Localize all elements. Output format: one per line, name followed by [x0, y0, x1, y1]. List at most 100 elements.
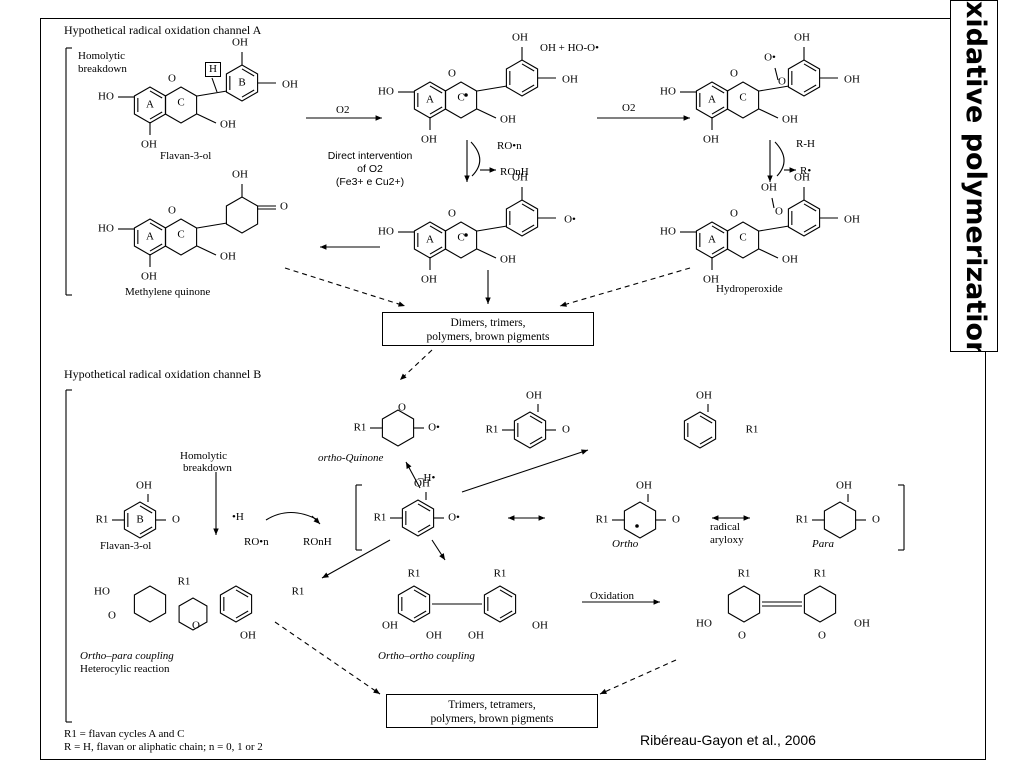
radical-aryloxy-2: aryloxy — [710, 534, 744, 546]
double-bond — [803, 63, 817, 72]
arrow-to-quinone-head — [320, 244, 327, 250]
right-label: O — [562, 424, 570, 436]
ring-o-label: O — [168, 205, 176, 217]
r1-label: R1 — [814, 568, 827, 580]
phenol-ring — [513, 411, 547, 449]
r1-label: R1 — [494, 568, 507, 580]
phenol-ring — [397, 585, 431, 623]
bond-line — [196, 245, 217, 256]
right-label: O — [872, 514, 880, 526]
bond-line — [196, 113, 217, 124]
r1-label: R1 — [738, 568, 751, 580]
double-bond — [529, 415, 543, 424]
curve-rh — [774, 141, 785, 177]
oxidation-label: Oxidation — [590, 590, 634, 602]
bond-to-ring-b — [758, 225, 790, 232]
oh-label: OH — [500, 254, 516, 266]
footnote-line2: R = H, flavan or aliphatic chain; n = 0,… — [64, 741, 263, 753]
ortho-para-label-1: Ortho–para coupling — [80, 650, 174, 662]
right-label: O• — [448, 512, 460, 524]
ronh-label-a: ROnH — [500, 166, 529, 178]
arrow-to-dimer-ether-head — [581, 449, 588, 455]
hydroperoxide-label: Hydroperoxide — [716, 283, 783, 295]
ho-label: HO — [94, 586, 110, 598]
minus-h-label: –H• — [418, 472, 436, 484]
oh-label: OH — [526, 390, 542, 402]
oh-label: O• — [564, 214, 576, 226]
bond-to-ring-b — [196, 90, 228, 97]
ring-b-label: B — [238, 77, 245, 89]
ho-label: HO — [696, 618, 712, 630]
bond-to-ring-b — [196, 222, 228, 229]
products-b-line2: polymers, brown pigments — [430, 713, 554, 725]
ring-a-label: A — [708, 94, 716, 106]
figure-frame — [40, 18, 986, 760]
o-label: O — [108, 610, 116, 622]
o2-left-label: O2 — [336, 104, 350, 116]
oh-label: OH — [136, 480, 152, 492]
double-bond — [521, 203, 535, 212]
radical-aryloxy-1: radical — [710, 521, 740, 533]
direct-intervention-3: (Fe3+ e Cu2+) — [335, 176, 405, 188]
oh-label: OH — [141, 139, 157, 151]
double-bond — [521, 63, 535, 72]
oh-label: OH — [836, 480, 852, 492]
phenol-ring — [133, 585, 167, 623]
ortho-para-label-2: Heterocylic reaction — [80, 663, 170, 675]
ring-c-label: C — [457, 232, 464, 244]
oh-label: OH — [562, 74, 578, 86]
oh-label: OH — [282, 79, 298, 91]
oh-label: OH — [220, 119, 236, 131]
o-label: O — [775, 206, 783, 218]
o-label: O — [738, 630, 746, 642]
furan-ring — [178, 597, 208, 631]
r1-label: R1 — [486, 424, 499, 436]
ho-label: HO — [660, 226, 676, 238]
curve-ro — [470, 141, 481, 177]
ro-n-label-b: RO•n — [244, 536, 269, 548]
oh-label: OH — [782, 254, 798, 266]
ring-a-label: A — [426, 94, 434, 106]
arrow-dashed-b-right — [599, 659, 677, 695]
bond-line — [771, 197, 775, 209]
oh-label: OH — [703, 134, 719, 146]
ring-o-label: O — [448, 68, 456, 80]
oh-label: OH — [854, 618, 870, 630]
arrow-dashed-up-head — [400, 373, 407, 380]
ring-c-label: C — [457, 92, 464, 104]
double-bond — [139, 505, 153, 514]
citation: Ribéreau-Gayon et al., 2006 — [640, 732, 816, 748]
bond-line — [758, 108, 779, 119]
homolytic-label-a-1: Homolytic — [78, 50, 126, 62]
ring-a-label: A — [146, 231, 154, 243]
arrow-to-products-a-head — [485, 297, 491, 304]
bond-to-ring-b — [758, 85, 790, 92]
phenol-ring — [683, 411, 717, 449]
o-label: O — [192, 620, 200, 632]
oh-label: OH — [794, 172, 810, 184]
phenol-ring — [483, 585, 517, 623]
radical-dot — [464, 93, 468, 97]
oh-label: OH — [761, 182, 777, 194]
double-bond — [235, 589, 249, 598]
ring-c-label: C — [177, 229, 184, 241]
footnote-line1: R1 = flavan cycles A and C — [64, 728, 185, 740]
phenol-ring — [401, 499, 435, 537]
arrow-to-quinone-b-head — [406, 462, 412, 469]
arrow-o2-right-head — [683, 115, 690, 121]
direct-intervention-2: of O2 — [357, 163, 383, 175]
arrow-to-ortho-para — [321, 539, 391, 579]
double-bond — [711, 225, 725, 234]
oh-label: OH — [232, 37, 248, 49]
bond-line — [476, 108, 497, 119]
ring-a-label: A — [426, 234, 434, 246]
arrow-ronh-head — [489, 167, 496, 173]
r1-label: R1 — [178, 576, 191, 588]
ro-n-label-a: RO•n — [497, 140, 522, 152]
double-bond — [413, 589, 427, 598]
oh-label: OH — [240, 630, 256, 642]
arrow-down-peroxide-head — [767, 175, 773, 182]
double-bond — [521, 224, 535, 233]
oh-label: OH — [421, 134, 437, 146]
arrow-to-ortho-ortho-head — [439, 553, 445, 560]
